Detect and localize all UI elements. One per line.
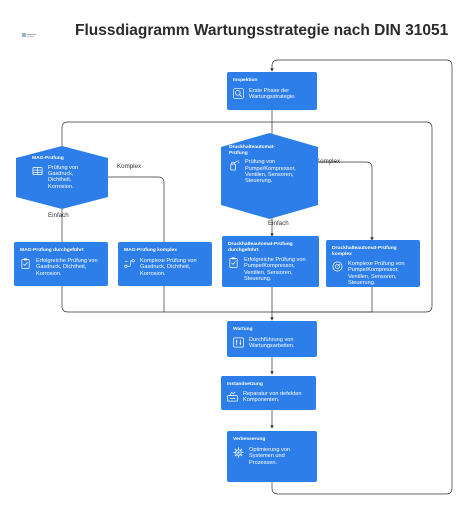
edge-label-mag-complex: Komplex — [117, 163, 142, 170]
node-instandsetzung: Instandsetzung Reparatur von defekten Ko… — [221, 376, 316, 410]
node-druckcomplex-text: Komplexe Prüfung von Pumpe/Kompressor, V… — [348, 261, 405, 287]
clipboard-icon — [229, 257, 238, 268]
edge-druckcomplex-wartung — [272, 286, 373, 313]
node-verbesserung-text: Optimierung von Systemen und Prozessen. — [249, 447, 291, 466]
layers-icon — [32, 166, 43, 175]
diagram-title: Flussdiagramm Wartungsstrategie nach DIN… — [75, 22, 449, 39]
node-magcomplex-text: Komplexe Prüfung von Gasdruck, Dichtheit… — [140, 258, 197, 277]
node-druckdone-title: Druckhalteautomat-Prüfung durchgeführt — [228, 242, 293, 253]
node-instand-text: Reparatur von defekten Komponenten. — [243, 391, 302, 404]
edge-label-druck-complex: Komplex — [316, 158, 341, 165]
edge-label-druck-simple: Einfach — [268, 220, 289, 227]
logo-icon — [22, 33, 36, 37]
node-druck-durchgefuehrt: Druckhalteautomat-Prüfung durchgeführt E… — [222, 236, 319, 287]
node-inspektion: Inspektion Erste Phase der Wartungsstrat… — [227, 72, 317, 110]
node-magdone-text: Erfolgreiche Prüfung von Gasdruck, Dicht… — [36, 258, 98, 277]
node-wartung-text: Durchführung von Wartungsarbeiten. — [249, 337, 295, 350]
node-verbesserung-title: Verbesserung — [233, 437, 266, 442]
edge-mag-complex — [108, 176, 166, 247]
edge-feedback-loop — [270, 59, 453, 495]
node-magdone-title: MAG-Prüfung durchgeführt — [20, 248, 84, 253]
clipboard-icon — [21, 258, 30, 269]
node-mag-komplex: MAG-Prüfung komplex Komplexe Prüfung von… — [118, 242, 212, 286]
spray-icon — [230, 160, 240, 171]
node-mag-title: MAG-Prüfung — [32, 156, 64, 161]
node-druckcomplex-title: Druckhalteautomat-Prüfung komplex — [332, 246, 397, 257]
edge-split-loop — [272, 121, 433, 313]
node-druck-pruefung: Druckhalteautomat-Prüfung Prüfung von Pu… — [221, 133, 318, 219]
node-instand-title: Instandsetzung — [227, 382, 263, 387]
repair-icon — [227, 391, 238, 402]
node-verbesserung: Verbesserung Optimierung von Systemen un… — [227, 431, 317, 482]
edge-druck-complex — [318, 161, 374, 241]
node-mag-text: Prüfung von Gasdruck, Dichtheit, Korrosi… — [48, 164, 79, 190]
node-mag-pruefung: MAG-Prüfung Prüfung von Gasdruck, Dichth… — [16, 146, 108, 209]
node-druckdone-text: Erfolgreiche Prüfung von Pumpe/Kompresso… — [244, 257, 306, 283]
node-druck-text: Prüfung von Pumpe/Kompressor, Ventilen, … — [245, 159, 296, 185]
node-mag-durchgefuehrt: MAG-Prüfung durchgeführt Erfolgreiche Pr… — [14, 242, 108, 286]
gauge-icon — [332, 261, 343, 272]
edge-label-mag-simple: Einfach — [48, 212, 69, 219]
node-wartung: Wartung Durchführung von Wartungsarbeite… — [227, 321, 317, 357]
node-magcomplex-title: MAG-Prüfung komplex — [124, 248, 177, 253]
edge-magdone-wartung — [61, 286, 272, 313]
node-wartung-title: Wartung — [233, 327, 253, 332]
gear-icon — [233, 447, 244, 458]
node-druck-title: Druckhalteautomat-Prüfung — [229, 145, 275, 156]
toolbox-icon — [233, 337, 244, 348]
route-icon — [124, 259, 135, 268]
node-inspektion-text: Erste Phase der Wartungsstrategie. — [249, 88, 296, 101]
node-druck-komplex: Druckhalteautomat-Prüfung komplex Komple… — [326, 240, 420, 287]
edge-split-mag — [60, 121, 272, 151]
node-inspektion-title: Inspektion — [233, 78, 258, 83]
search-icon — [233, 88, 244, 99]
